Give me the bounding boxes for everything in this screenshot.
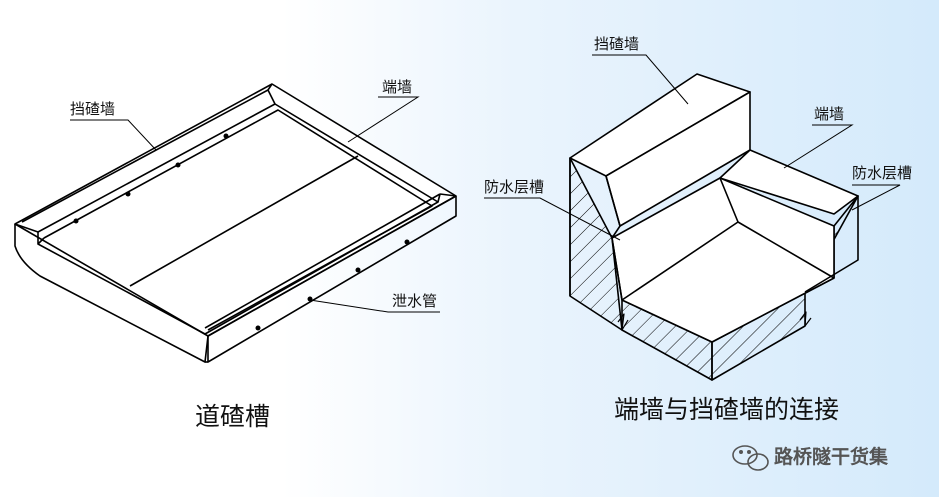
left-label-end-wall: 端墙: [382, 78, 412, 96]
right-label-waterproof-groove-left: 防水层槽: [484, 178, 544, 196]
left-label-drain-pipe: 泄水管: [392, 292, 437, 310]
joint-section-drawing: [569, 73, 859, 381]
left-leaders: [70, 96, 440, 313]
right-leaders: [484, 54, 901, 241]
watermark-text: 路桥隧干货集: [774, 445, 889, 468]
right-caption: 端墙与挡碴墙的连接: [614, 395, 839, 424]
left-caption: 道碴槽: [195, 402, 270, 431]
wechat-icon: [732, 445, 769, 471]
right-label-end-wall: 端墙: [814, 105, 844, 123]
right-label-waterproof-groove-right: 防水层槽: [852, 164, 912, 182]
right-label-ballast-wall: 挡碴墙: [594, 35, 639, 53]
left-label-ballast-wall: 挡碴墙: [70, 100, 115, 118]
ballast-trough-drawing: [14, 83, 457, 363]
